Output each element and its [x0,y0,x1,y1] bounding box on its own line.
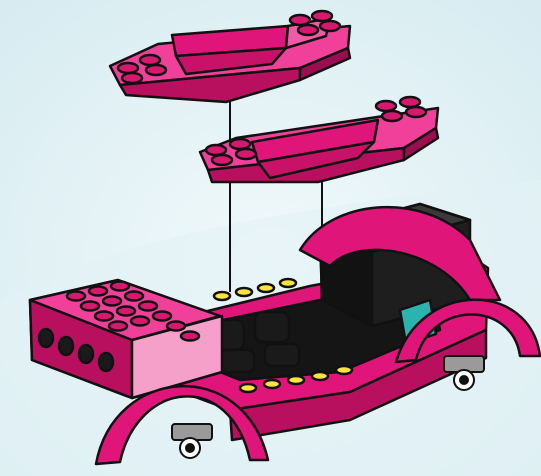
instruction-illustration [0,0,541,476]
assembly-step-svg [0,0,541,476]
